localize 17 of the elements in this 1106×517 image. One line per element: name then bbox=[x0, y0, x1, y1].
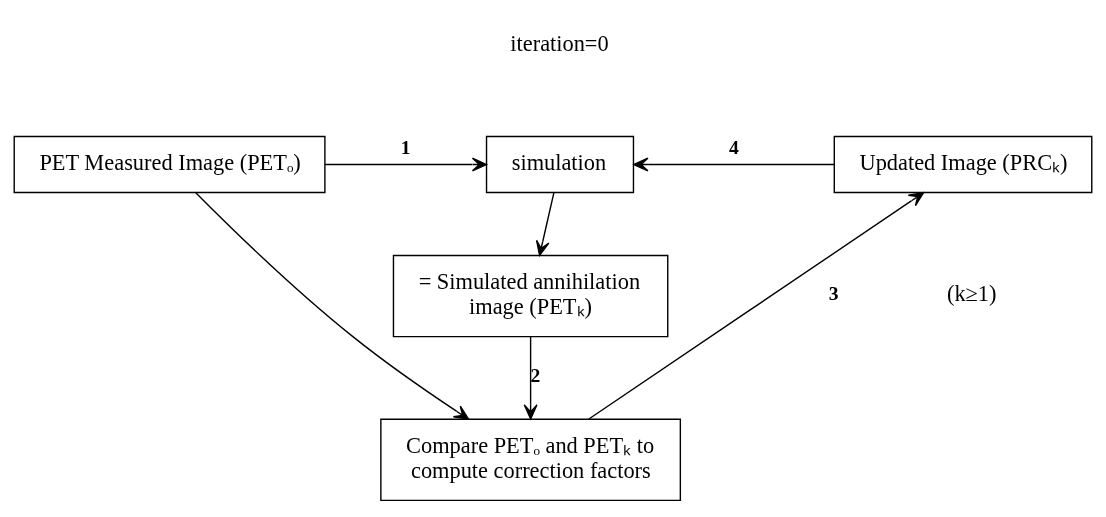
arrow bbox=[633, 157, 835, 172]
arrow bbox=[195, 191, 470, 420]
arrow bbox=[324, 157, 488, 172]
node-box: PET Measured Image (PETₒ) bbox=[13, 135, 326, 193]
label: (k≥1) bbox=[946, 280, 997, 306]
node-box: Compare PETₒ and PETₖ to compute correction factors bbox=[380, 418, 682, 501]
node-box: Updated Image (PRCₖ) bbox=[833, 135, 1093, 193]
arrow bbox=[588, 191, 925, 420]
label: iteration=0 bbox=[510, 30, 609, 56]
edge-label: 1 bbox=[400, 136, 411, 158]
node-box: simulation bbox=[485, 135, 635, 193]
edge-label: 3 bbox=[828, 282, 839, 304]
edge-label: 2 bbox=[530, 364, 541, 386]
edge-label: 4 bbox=[728, 136, 739, 158]
arrow bbox=[523, 335, 538, 420]
node-box: = Simulated annihilation image (PETₖ) bbox=[392, 254, 669, 337]
arrow bbox=[535, 191, 555, 256]
